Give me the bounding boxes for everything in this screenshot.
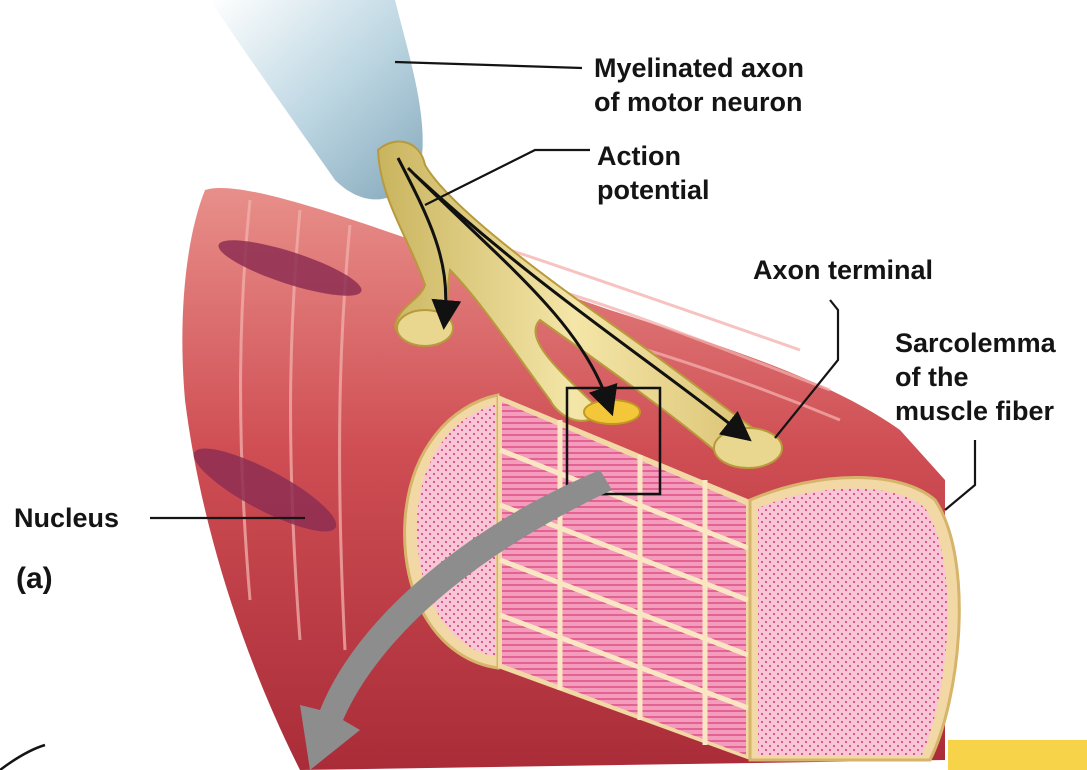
label-action-potential: Action potential [597,139,710,207]
label-action-line-1: Action [597,139,710,173]
label-action-line-2: potential [597,173,710,207]
label-sarcolemma-line-1: Sarcolemma [895,326,1056,360]
axon-terminal-center [584,400,640,424]
label-myelinated-axon: Myelinated axon of motor neuron [594,51,804,119]
label-nucleus: Nucleus [14,501,119,535]
label-sarcolemma: Sarcolemma of the muscle fiber [895,326,1056,428]
label-axon-line-2: of motor neuron [594,85,804,119]
label-sarcolemma-line-3: muscle fiber [895,394,1056,428]
panel-label: (a) [16,562,53,596]
label-axon-line-1: Myelinated axon [594,51,804,85]
label-axon-terminal: Axon terminal [753,253,933,287]
axon-terminal-right [714,428,782,468]
label-sarcolemma-line-2: of the [895,360,1056,394]
axon-terminal-left [397,310,453,346]
yellow-tab [948,740,1087,770]
